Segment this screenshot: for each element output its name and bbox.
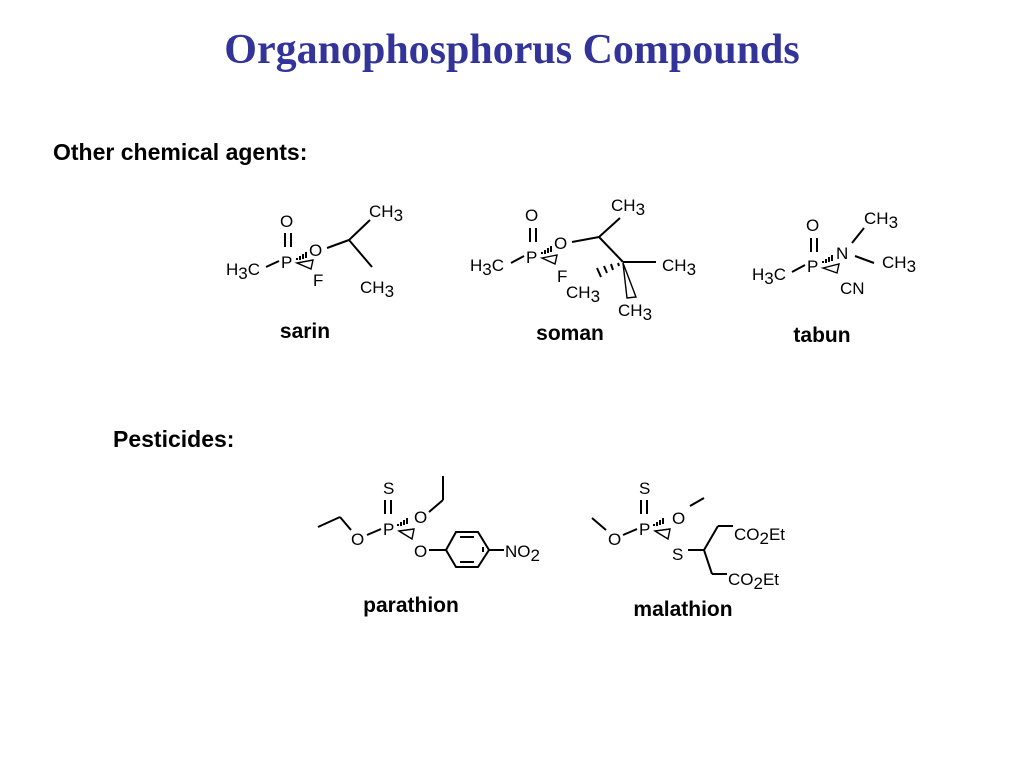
tabun-bond-n-ch3right [854,255,875,264]
tabun-methyl-left: H3C [752,265,786,288]
malathion-oxygen-right: O [672,509,685,528]
soman-bond-o-c [571,236,600,243]
sarin-fluorine: F [313,271,323,290]
parathion-structure: S P O O O NO2 [317,476,540,568]
soman-hashed-bond [541,246,552,254]
tabun-wedge-bond [820,263,840,274]
sarin-phosphorus: P [281,253,292,272]
sarin-wedge-bond [294,259,314,270]
tabun-oxo-oxygen: O [806,216,819,235]
malathion-bond-ch-ch2top [703,525,719,551]
soman-bond-c-cq [598,236,624,263]
parathion-bond-o-ch2 [428,499,444,513]
tabun-cyano: CN [840,279,865,298]
slide-title: Organophosphorus Compounds [224,27,800,73]
soman-ester-oxygen: O [554,234,567,253]
malathion-bond-o-ch3-left [591,517,607,531]
sarin-bond-o-c [326,239,350,249]
tabun-bond-p-me [791,264,806,273]
sarin-hashed-bond [296,252,307,260]
sarin-oxo-oxygen: O [280,212,293,231]
pesticides-heading: Pesticides: [113,426,235,452]
sarin-methyl-bottom: CH3 [360,278,394,301]
parathion-thiono-sulfur: S [383,479,394,498]
soman-methyl-dash: CH3 [566,283,600,306]
soman-phosphorus: P [526,248,537,267]
soman-methyl-top: CH3 [611,196,645,219]
tabun-methyl-right: CH3 [882,253,916,276]
malathion-oxygen-left: O [608,530,621,549]
soman-wedge-bond [539,254,558,265]
malathion-hashed-bond [653,518,664,526]
soman-label: soman [536,322,604,345]
chemical-agents-heading: Other chemical agents: [53,139,308,165]
parathion-oxygen-aryl: O [414,542,427,561]
benzene-ring [444,531,491,568]
sarin-ester-oxygen: O [309,241,322,260]
malathion-bond-ch-ch2bottom [703,549,713,575]
sarin-methyl-left: H3C [226,260,260,283]
tabun-hashed-bond [822,255,833,263]
malathion-label: malathion [633,598,733,621]
soman-wedge-bond-quaternary [622,262,637,299]
soman-bond-p-me [510,255,525,264]
parathion-bond-ch2-ch3-left [317,516,341,528]
soman-bond-c-ch3top [598,217,621,238]
tabun-label: tabun [793,324,851,347]
sarin-label: sarin [279,320,331,343]
parathion-hashed-bond [397,518,408,526]
soman-structure: O P H3C O F CH3 CH3 CH3 CH3 [470,196,696,324]
parathion-oxygen-left: O [351,530,364,549]
parathion-oxygen-right: O [414,508,427,527]
tabun-bond-n-ch3top [851,227,865,244]
sarin-bond-p-me [265,260,280,268]
sarin-methyl-top: CH3 [369,202,403,225]
malathion-bond-p-o [622,528,638,536]
malathion-structure: S P O O S CO2Et CO2Et [591,479,785,593]
malathion-thiono-sulfur: S [639,479,650,498]
malathion-ester-bottom: CO2Et [728,570,779,593]
sarin-bond-c-ch3top [348,219,371,241]
soman-fluorine: F [557,267,567,286]
soman-hashed-bond-quaternary [596,262,620,278]
parathion-bond-p-o [366,528,382,536]
soman-oxo-oxygen: O [525,206,538,225]
parathion-phosphorus: P [383,520,394,539]
malathion-phosphorus: P [639,520,650,539]
malathion-thioether-sulfur: S [672,545,683,564]
soman-methyl-right: CH3 [662,256,696,279]
tabun-methyl-top: CH3 [864,209,898,232]
tabun-structure: O P H3C N CN CH3 CH3 [752,209,916,298]
soman-methyl-left: H3C [470,256,504,279]
sarin-bond-c-ch3bottom [348,239,373,268]
sarin-structure: O P H3C O F CH3 CH3 [226,202,403,301]
malathion-ester-top: CO2Et [734,525,785,548]
parathion-bond-o-ch2 [339,516,352,531]
malathion-wedge-bond [652,528,671,541]
tabun-nitrogen: N [836,244,848,263]
parathion-label: parathion [363,594,459,617]
parathion-wedge-bond [396,528,415,541]
malathion-bond-o-ch3-right [689,497,705,507]
parathion-nitro-group: NO2 [505,542,540,565]
tabun-phosphorus: P [807,257,818,276]
soman-methyl-wedge: CH3 [618,301,652,324]
